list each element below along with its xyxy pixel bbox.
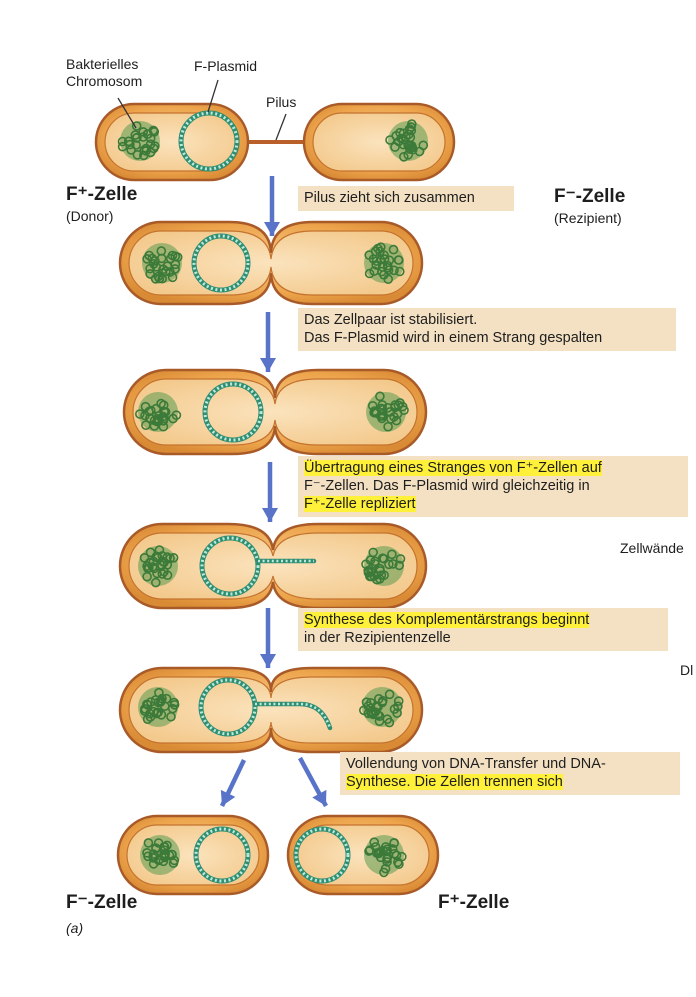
chromosome-daughter-right	[364, 835, 407, 878]
f-plasmid-donor-row1	[178, 110, 240, 172]
recipient-role-label: (Rezipient)	[554, 210, 622, 226]
chromosome-label: Bakterielles Chromosom	[66, 56, 142, 90]
result-right-title: F⁺-Zelle	[438, 892, 510, 913]
pilus-pointer-line	[275, 113, 287, 141]
daughter-cell-right	[286, 814, 440, 896]
step-4-box: Synthese des Komplementärstrangs beginnt…	[298, 608, 668, 651]
result-left-title: F⁻-Zelle	[66, 892, 138, 913]
step-5-box: Vollendung von DNA-Transfer und DNA- Syn…	[340, 752, 680, 795]
chromosome-recipient-row3	[366, 391, 409, 432]
arrow-step-2	[260, 312, 276, 372]
cell-pair-row3	[122, 368, 428, 456]
chromosome-recipient-row5	[359, 687, 404, 728]
f-plasmid-donor-row4	[199, 535, 261, 597]
donor-role-label: (Donor)	[66, 208, 114, 224]
step-2-line-2: Das F-Plasmid wird in einem Strang gespa…	[304, 330, 603, 346]
step-5-line-2: Synthese. Die Zellen trennen sich	[346, 773, 674, 791]
donor-cell-title: F⁺-Zelle	[66, 184, 138, 205]
step-1-line-1: Pilus zieht sich zusammen	[304, 190, 475, 206]
chromosome-recipient-row2	[364, 242, 405, 284]
step-4-line-1: Synthese des Komplementärstrangs beginnt	[304, 611, 662, 629]
cutoff-label-dna: Dl	[680, 662, 694, 678]
step-2-box: Das Zellpaar ist stabilisiert. Das F-Pla…	[298, 308, 676, 351]
f-plasmid-donor-row2	[191, 233, 251, 293]
arrow-step-1	[264, 176, 280, 236]
arrow-step-4	[260, 608, 276, 668]
chromosome-pointer-line	[117, 97, 137, 129]
transfer-strand-row5	[252, 701, 333, 731]
chromosome-donor-row5	[138, 687, 180, 727]
f-plasmid-daughter-right	[293, 826, 351, 884]
chromosome-donor-row2	[142, 243, 183, 284]
arrow-step-5-left	[219, 759, 247, 807]
cutoff-label-cell-walls: Zellwände	[620, 540, 684, 556]
step-2-line-1: Das Zellpaar ist stabilisiert.	[304, 312, 478, 328]
recipient-cell-title: F⁻-Zelle	[554, 186, 626, 207]
chromosome-donor-row4	[138, 545, 179, 588]
plasmid-label: F-Plasmid	[194, 58, 258, 74]
step-3-line-3: F⁺-Zelle repliziert	[304, 495, 682, 513]
step-1-box: Pilus zieht sich zusammen	[298, 186, 514, 211]
chromosome-label-line2: Chromosom	[66, 73, 143, 89]
step-4-line-2: in der Rezipientenzelle	[304, 630, 451, 646]
step-3-line-1: Übertragung eines Stranges von F⁺-Zellen…	[304, 459, 682, 477]
step-3-line-1-text: Übertragung eines Stranges von F⁺-Zellen…	[304, 460, 602, 476]
chromosome-recipient-row4	[361, 546, 406, 586]
plasmid-pointer-line	[207, 79, 219, 113]
step-3-line-2: F⁻-Zellen. Das F-Plasmid wird gleichzeit…	[304, 478, 590, 494]
chromosome-recipient-row1	[385, 119, 429, 162]
chromosome-label-line1: Bakterielles	[66, 56, 139, 72]
arrow-step-5-right	[298, 756, 328, 808]
chromosome-daughter-left	[140, 835, 180, 875]
f-plasmid-donor-row5	[198, 677, 258, 737]
f-plasmid-donor-row3	[202, 381, 264, 443]
panel-label: (a)	[66, 920, 84, 936]
chromosome-donor-row3	[135, 392, 182, 432]
step-5-line-2-text: Synthese. Die Zellen trennen sich	[346, 774, 563, 790]
arrow-step-3	[262, 462, 278, 522]
pilus-label: Pilus	[266, 94, 297, 110]
step-4-line-1-text: Synthese des Komplementärstrangs beginnt	[304, 612, 590, 628]
step-5-line-1: Vollendung von DNA-Transfer und DNA-	[346, 756, 606, 772]
recipient-cell-row1	[302, 102, 456, 182]
step-3-box: Übertragung eines Stranges von F⁺-Zellen…	[298, 456, 688, 517]
chromosome-donor-row1	[117, 121, 160, 161]
cell-pair-row5	[118, 666, 424, 754]
f-plasmid-daughter-left	[193, 826, 251, 884]
step-3-line-3-text: F⁺-Zelle repliziert	[304, 496, 416, 512]
